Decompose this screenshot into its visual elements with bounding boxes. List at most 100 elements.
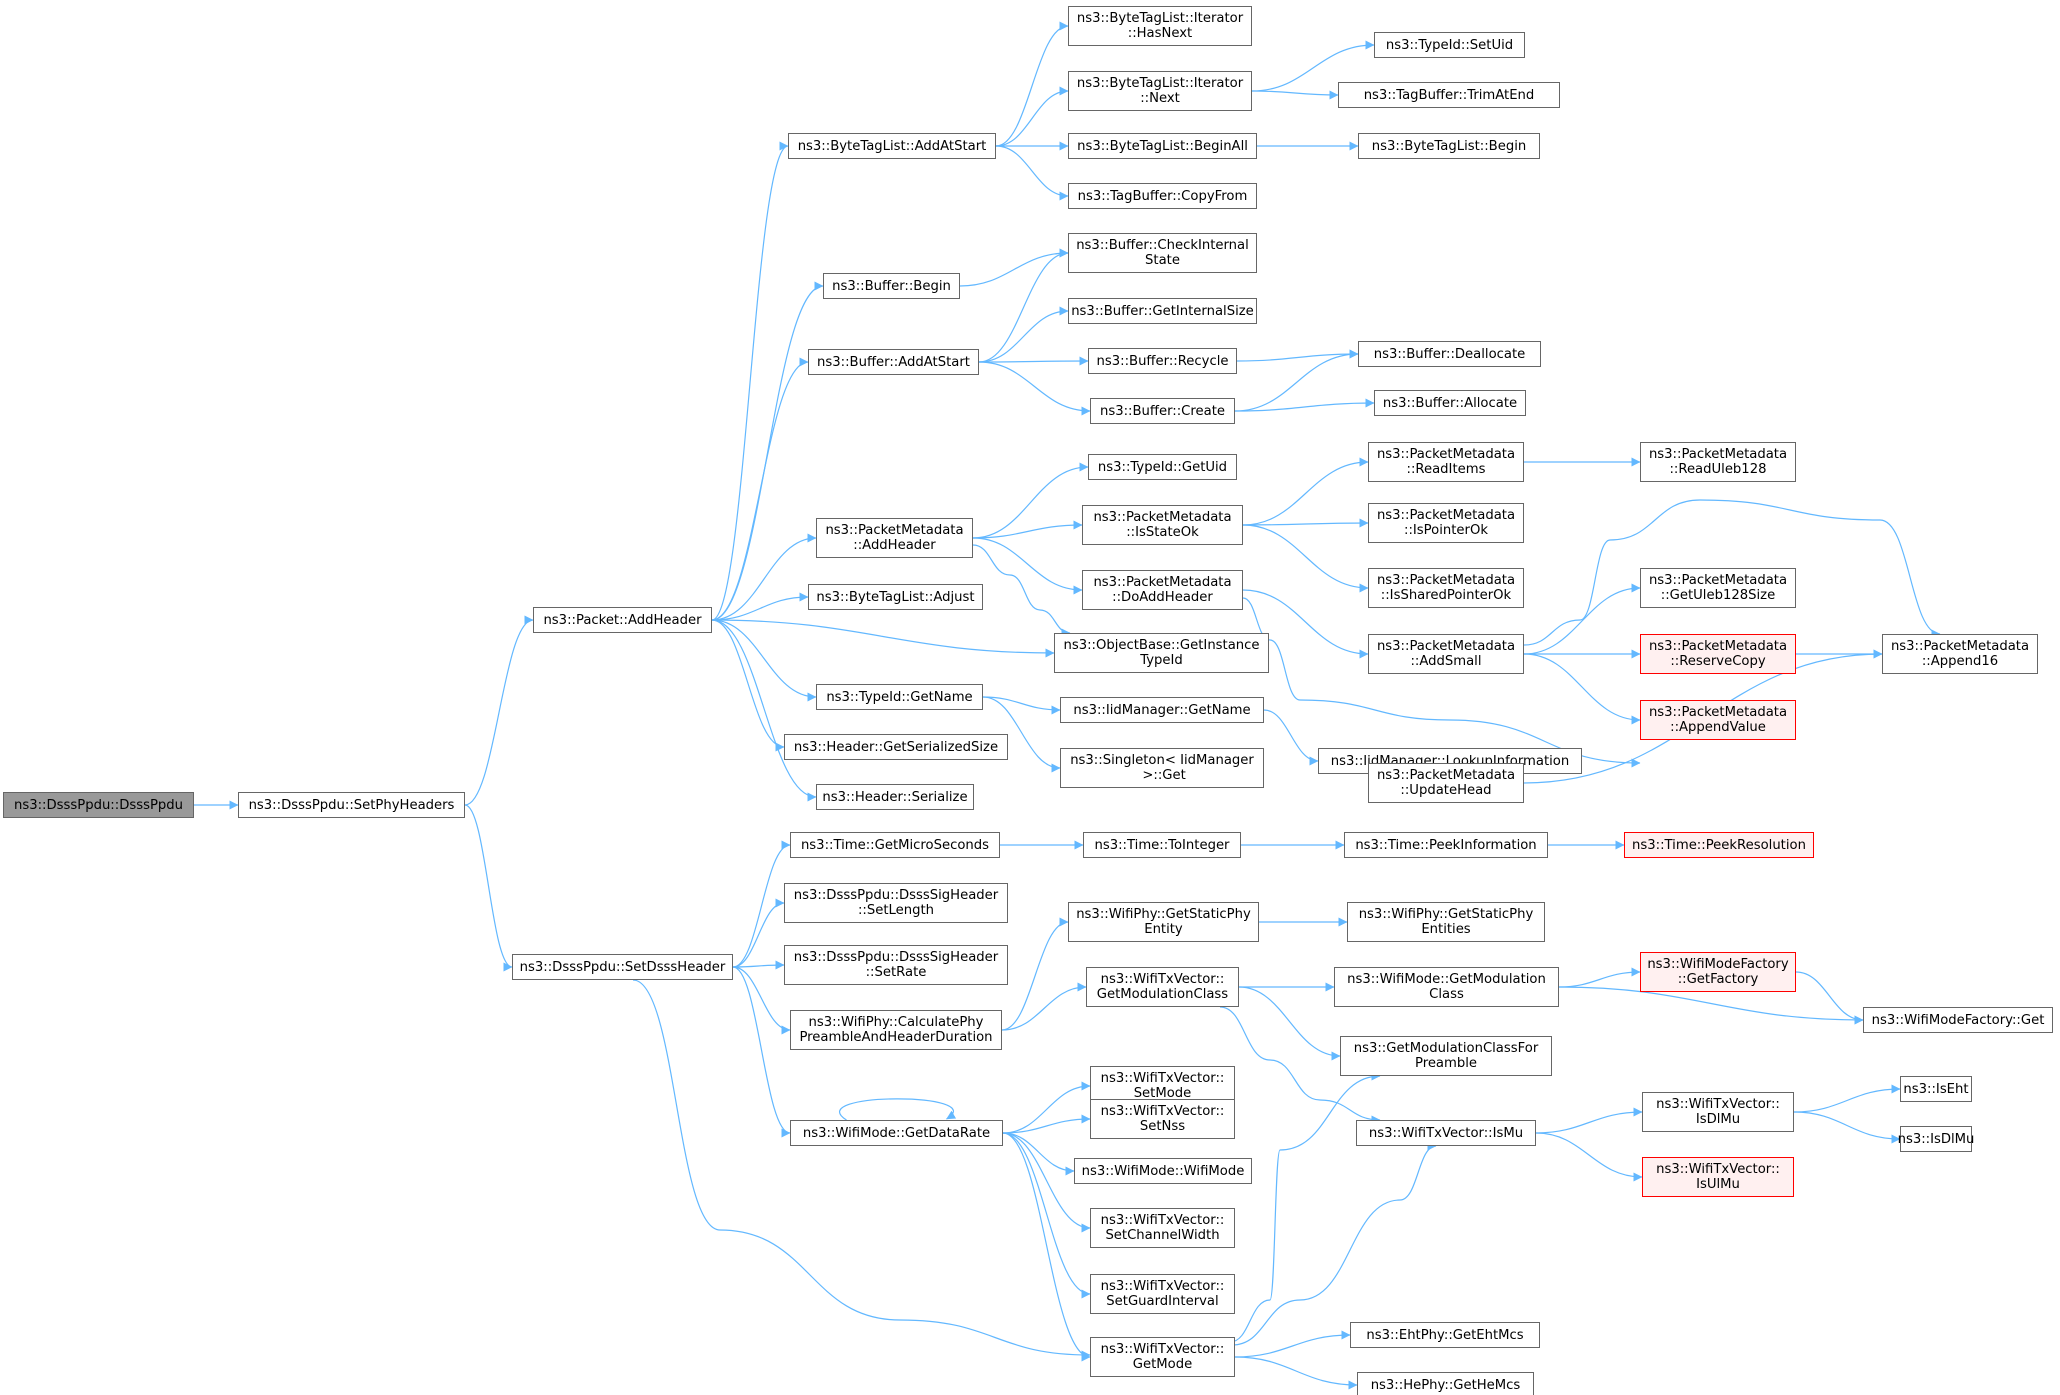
node-ns3-bytetaglist-beginall[interactable]: ns3::ByteTagList::BeginAll [1068,133,1257,159]
edge-n33-n55 [1219,1006,1381,1125]
node-ns3-time-tointeger[interactable]: ns3::Time::ToInteger [1083,832,1241,858]
edge-n7-n26 [972,520,1083,539]
node-ns3-packetmetadata-reservecopy[interactable]: ns3::PacketMetadata ::ReserveCopy [1640,634,1796,674]
edge-n26-n46 [1242,518,1369,528]
node-ns3-packetmetadata-updatehead[interactable]: ns3::PacketMetadata ::UpdateHead [1368,763,1524,803]
edge-n2-n8 [711,592,809,621]
node-ns3-buffer-deallocate[interactable]: ns3::Buffer::Deallocate [1358,341,1541,367]
node-ns3-typeid-getname[interactable]: ns3::TypeId::GetName [816,684,983,710]
node-ns3-packetmetadata-append16[interactable]: ns3::PacketMetadata ::Append16 [1882,634,2038,674]
node-ns3-objectbase-getinstance-typeid[interactable]: ns3::ObjectBase::GetInstance TypeId [1054,633,1269,673]
edge-n2-n10 [711,619,785,752]
node-ns3-wifimode-wifimode[interactable]: ns3::WifiMode::WifiMode [1074,1158,1252,1184]
node-ns3-header-serialize[interactable]: ns3::Header::Serialize [816,784,974,810]
node-ns3-iidmanager-getname[interactable]: ns3::IidManager::GetName [1060,697,1264,723]
node-ns3-time-peekresolution[interactable]: ns3::Time::PeekResolution [1624,832,1814,858]
node-ns3-tagbuffer-trimatend[interactable]: ns3::TagBuffer::TrimAtEnd [1338,82,1560,108]
edge-n3-n14 [732,960,785,970]
edge-n6-n23 [978,356,1089,366]
node-ns3-packetmetadata-issharedpointerok[interactable]: ns3::PacketMetadata ::IsSharedPointerOk [1368,568,1524,608]
node-ns3-bytetaglist-iterator-hasnext[interactable]: ns3::ByteTagList::Iterator ::HasNext [1068,6,1252,46]
edge-n5-n21 [959,248,1069,287]
edge-n24-n44 [1234,398,1375,412]
node-ns3-packetmetadata-getuleb128size[interactable]: ns3::PacketMetadata ::GetUleb128Size [1640,568,1796,608]
edge-n2-n6 [711,357,809,621]
node-ns3-packetmetadata-readuleb128[interactable]: ns3::PacketMetadata ::ReadUleb128 [1640,442,1796,482]
node-ns3-wifimodefactory-get[interactable]: ns3::WifiModeFactory::Get [1863,1007,2053,1033]
self-loop-edge [838,1098,957,1121]
edge-n16-n37 [1002,1132,1091,1233]
node-ns3-buffer-addatstart[interactable]: ns3::Buffer::AddAtStart [808,349,979,375]
node-ns3-packetmetadata-addsmall[interactable]: ns3::PacketMetadata ::AddSmall [1368,634,1524,674]
node-ns3-bytetaglist-adjust[interactable]: ns3::ByteTagList::Adjust [808,584,983,610]
node-ns3-wifiphy-getstaticphy-entity[interactable]: ns3::WifiPhy::GetStaticPhy Entity [1068,902,1259,942]
node-ns3-packet-addheader[interactable]: ns3::Packet::AddHeader [533,607,712,633]
node-ns3-getmodulationclassfor-preamble[interactable]: ns3::GetModulationClassFor Preamble [1340,1036,1552,1076]
node-ns3-wifitxvector-getmode[interactable]: ns3::WifiTxVector:: GetMode [1090,1337,1235,1377]
edge-n2-n9 [711,619,817,702]
node-ns3-buffer-getinternalsize[interactable]: ns3::Buffer::GetInternalSize [1068,298,1257,324]
node-ns3-buffer-allocate[interactable]: ns3::Buffer::Allocate [1374,390,1526,416]
edge-n1-n2 [464,615,534,806]
node-ns3-wifimodefactory-getfactory[interactable]: ns3::WifiModeFactory ::GetFactory [1640,952,1796,992]
node-ns3-ehtphy-getehtmcs[interactable]: ns3::EhtPhy::GetEhtMcs [1350,1322,1540,1348]
node-ns3-wifimode-getmodulation-class[interactable]: ns3::WifiMode::GetModulation Class [1334,967,1559,1007]
node-ns3-dsssppdu-dssssigheader-setrate[interactable]: ns3::DsssPpdu::DsssSigHeader ::SetRate [784,945,1008,985]
node-ns3-packetmetadata-appendvalue[interactable]: ns3::PacketMetadata ::AppendValue [1640,700,1796,740]
node-ns3-bytetaglist-begin[interactable]: ns3::ByteTagList::Begin [1358,133,1540,159]
edge-n7-n25 [972,462,1089,539]
edge-n39-n54 [1229,1071,1381,1343]
edge-n18-n41 [1251,90,1339,100]
edge-n4-n18 [995,86,1069,147]
node-ns3-packetmetadata-isstateok[interactable]: ns3::PacketMetadata ::IsStateOk [1082,505,1243,545]
node-ns3-dsssppdu-setdsssheader[interactable]: ns3::DsssPpdu::SetDsssHeader [512,954,733,980]
edge-n48-n61 [1523,653,1641,725]
node-ns3-typeid-setuid[interactable]: ns3::TypeId::SetUid [1374,32,1525,58]
node-ns3-buffer-recycle[interactable]: ns3::Buffer::Recycle [1088,348,1237,374]
node-ns3-dsssppdu-setphyheaders[interactable]: ns3::DsssPpdu::SetPhyHeaders [238,792,465,818]
node-ns3-typeid-getuid[interactable]: ns3::TypeId::GetUid [1088,454,1237,480]
edge-n3-n16 [732,966,791,1138]
edge-n2-n11 [711,619,817,802]
edge-n27-n48 [1242,589,1369,659]
node-ns3-packetmetadata-ispointerok[interactable]: ns3::PacketMetadata ::IsPointerOk [1368,503,1524,543]
node-ns3-buffer-begin[interactable]: ns3::Buffer::Begin [823,273,960,299]
node-ns3-packetmetadata-readitems[interactable]: ns3::PacketMetadata ::ReadItems [1368,442,1524,482]
node-ns3-hephy-gethemcs[interactable]: ns3::HePhy::GetHeMcs [1357,1372,1534,1395]
node-ns3-isdlmu[interactable]: ns3::IsDlMu [1898,1126,1974,1152]
node-ns3-bytetaglist-iterator-next[interactable]: ns3::ByteTagList::Iterator ::Next [1068,71,1252,111]
edge-n29-n49 [1263,709,1319,766]
node-ns3-dsssppdu-dssssigheader-setlength[interactable]: ns3::DsssPpdu::DsssSigHeader ::SetLength [784,883,1008,923]
node-ns3-wifitxvector-isdlmu[interactable]: ns3::WifiTxVector:: IsDlMu [1642,1092,1794,1132]
node-ns3-buffer-checkinternal-state[interactable]: ns3::Buffer::CheckInternal State [1068,233,1257,273]
node-ns3-wifitxvector-setnss[interactable]: ns3::WifiTxVector:: SetNss [1090,1099,1235,1139]
node-ns3-time-getmicroseconds[interactable]: ns3::Time::GetMicroSeconds [790,832,1000,858]
node-ns3-wifitxvector-getmodulationclass[interactable]: ns3::WifiTxVector:: GetModulationClass [1086,967,1239,1007]
edge-n55-n64 [1535,1107,1643,1134]
node-ns3-wifitxvector-setchannelwidth[interactable]: ns3::WifiTxVector:: SetChannelWidth [1090,1208,1235,1248]
node-ns3-time-peekinformation[interactable]: ns3::Time::PeekInformation [1344,832,1548,858]
node-ns3-singleton-iidmanager-get[interactable]: ns3::Singleton< IidManager >::Get [1060,748,1264,788]
edge-n16-n34 [1002,1081,1091,1134]
node-ns3-iseht[interactable]: ns3::IsEht [1900,1076,1972,1102]
node-ns3-tagbuffer-copyfrom[interactable]: ns3::TagBuffer::CopyFrom [1068,183,1257,209]
edge-n4-n17 [995,21,1069,147]
node-ns3-wifiphy-getstaticphy-entities[interactable]: ns3::WifiPhy::GetStaticPhy Entities [1347,902,1545,942]
node-ns3-bytetaglist-addatstart[interactable]: ns3::ByteTagList::AddAtStart [788,133,996,159]
node-ns3-wifiphy-calculatephy-preambleandheaderduration[interactable]: ns3::WifiPhy::CalculatePhy PreambleAndHe… [790,1010,1002,1050]
node-ns3-buffer-create[interactable]: ns3::Buffer::Create [1090,398,1235,424]
node-ns3-wifitxvector-setguardinterval[interactable]: ns3::WifiTxVector:: SetGuardInterval [1090,1274,1235,1314]
edge-n3-n13 [732,898,785,968]
node-ns3-wifitxvector-isulmu[interactable]: ns3::WifiTxVector:: IsUlMu [1642,1157,1794,1197]
edge-n23-n43 [1236,349,1359,362]
node-ns3-header-getserializedsize[interactable]: ns3::Header::GetSerializedSize [784,734,1008,760]
node-ns3-wifitxvector-ismu[interactable]: ns3::WifiTxVector::IsMu [1356,1120,1536,1146]
edge-n15-n33 [1001,982,1087,1031]
node-ns3-packetmetadata-addheader[interactable]: ns3::PacketMetadata ::AddHeader [816,518,973,558]
edge-n4-n20 [995,145,1069,201]
node-ns3-wifimode-getdatarate[interactable]: ns3::WifiMode::GetDataRate [790,1120,1003,1146]
edge-n15-n32 [1001,917,1069,1031]
node-ns3-packetmetadata-doaddheader[interactable]: ns3::PacketMetadata ::DoAddHeader [1082,570,1243,610]
edge-n26-n47 [1242,524,1369,593]
edge-n55-n65 [1535,1132,1643,1182]
